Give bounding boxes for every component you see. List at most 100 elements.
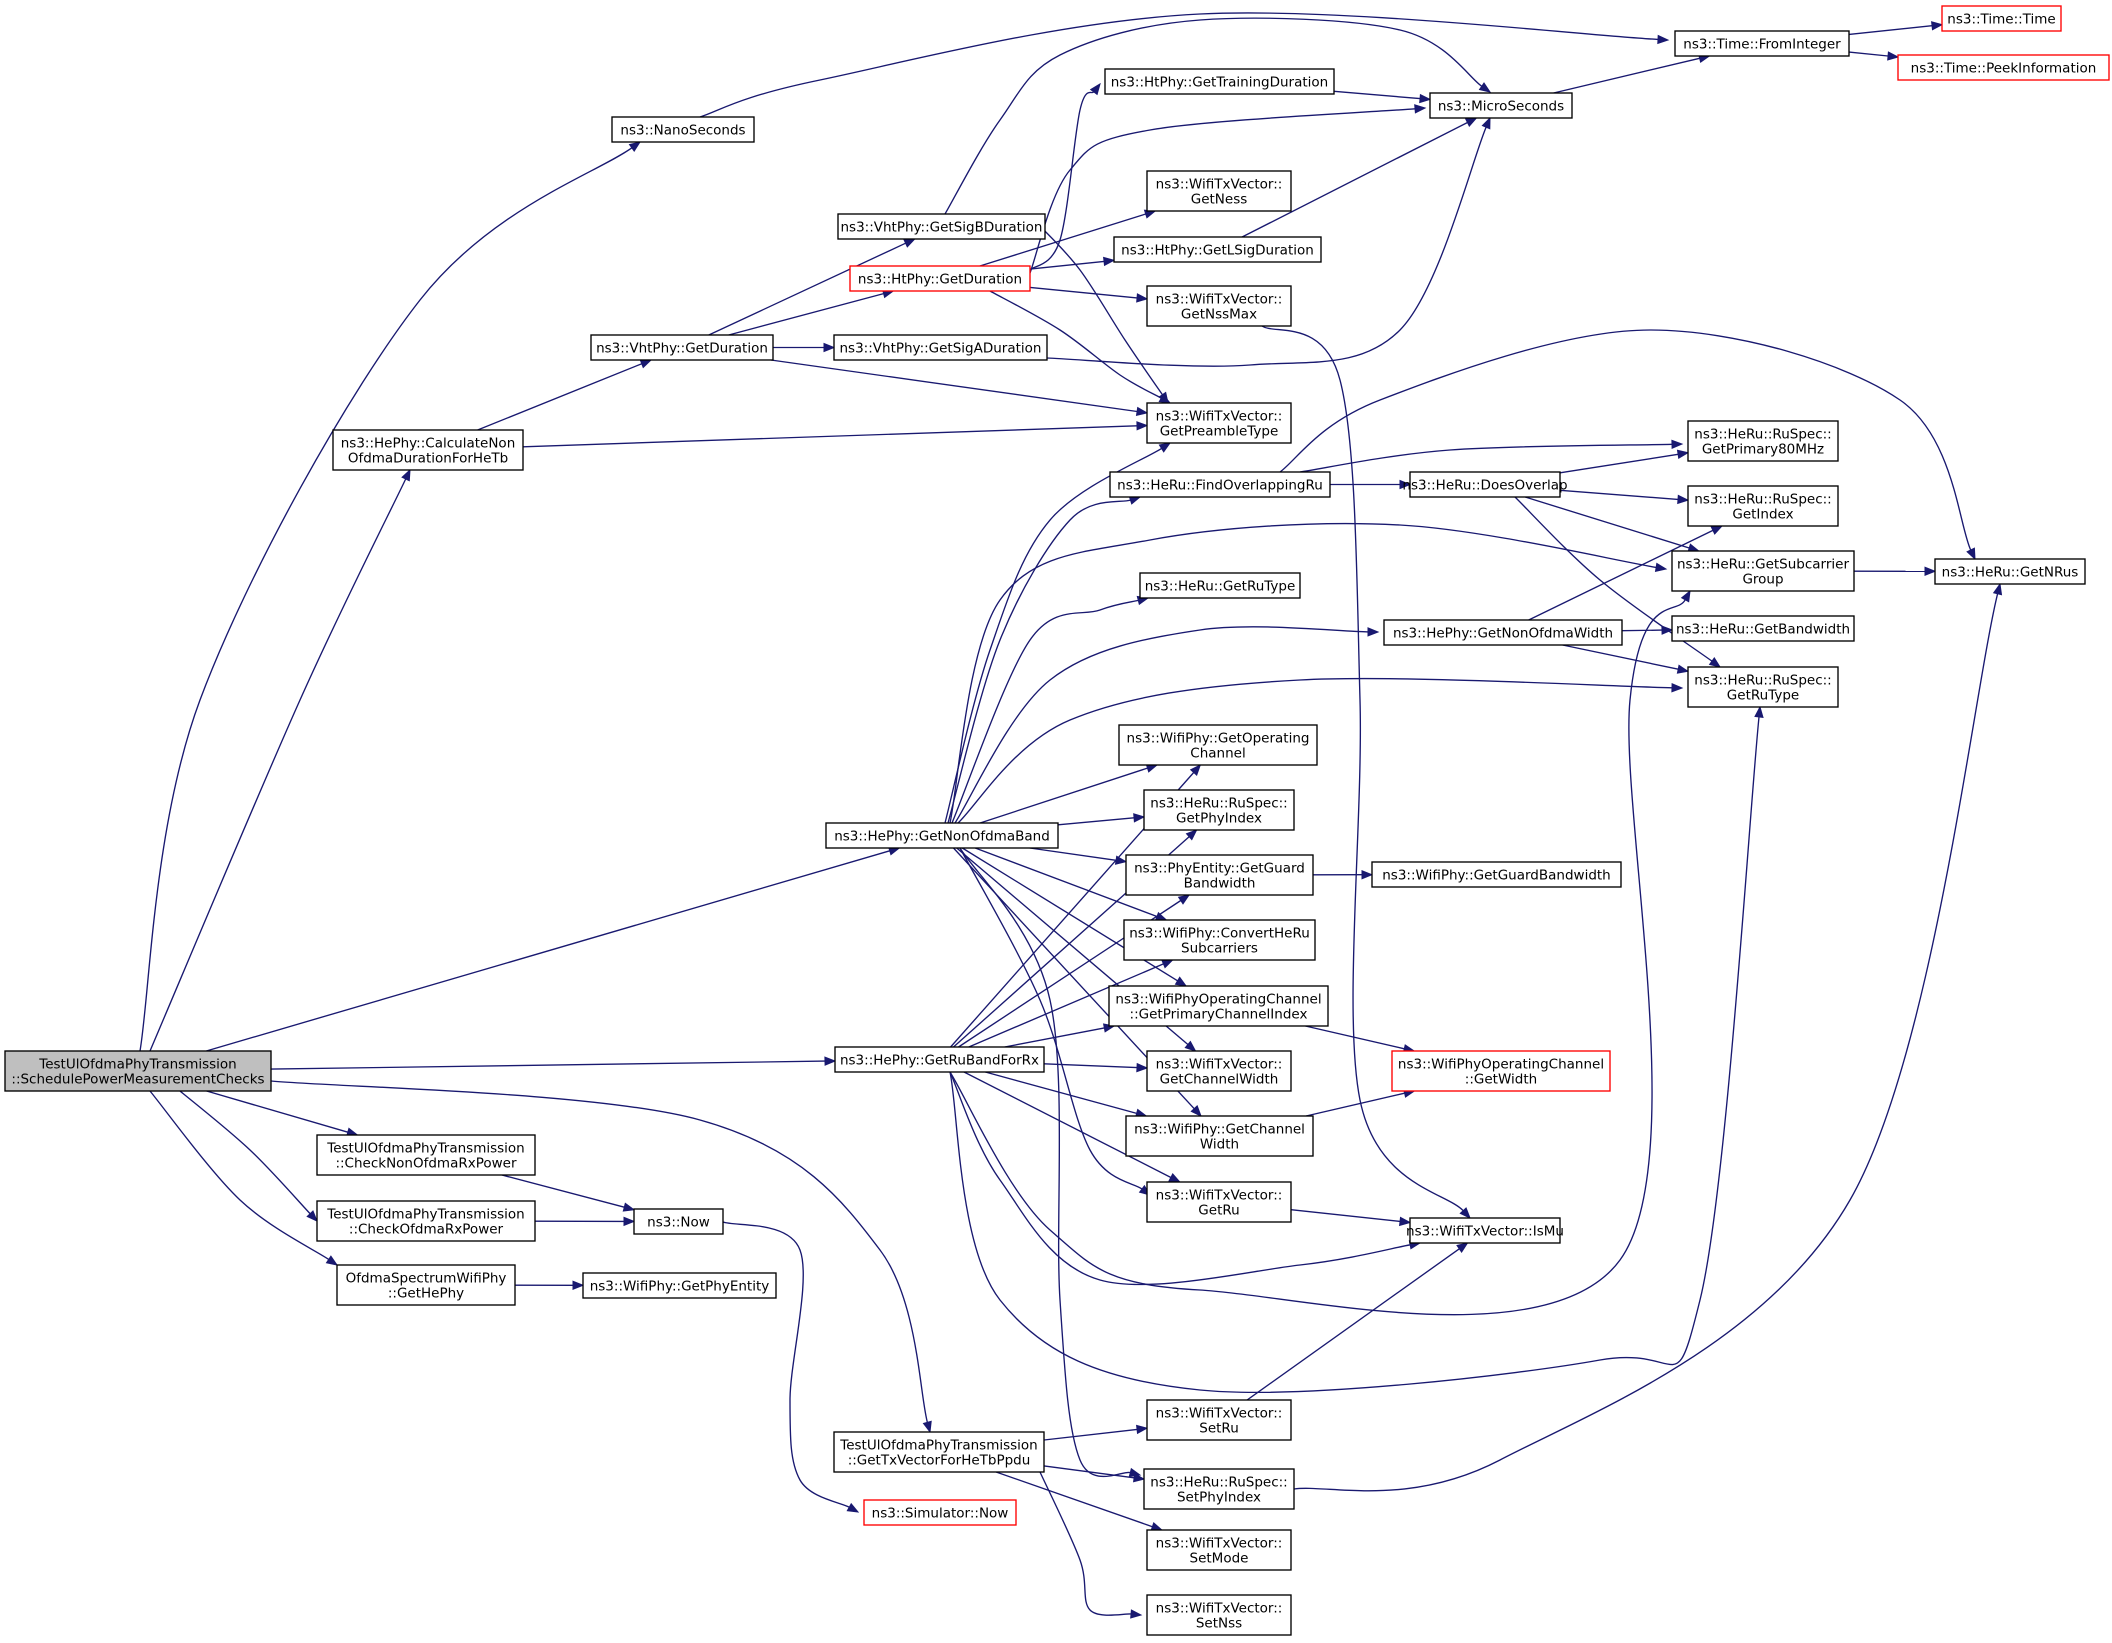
node-getNRus[interactable]: ns3::HeRu::GetNRus (1934, 558, 2086, 585)
edge-getRuBandForRx-to-phyGetChanWidth (985, 1071, 1137, 1115)
arrowhead-setPhyIndex-to-getNRus (1992, 582, 2003, 596)
node-getHePhy[interactable]: OfdmaSpectrumWifiPhy::GetHePhy (336, 1264, 516, 1306)
node-microseconds[interactable]: ns3::MicroSeconds (1429, 92, 1573, 119)
node-wifiGuardBw[interactable]: ns3::WifiPhy::GetGuardBandwidth (1371, 861, 1622, 888)
node-setNss[interactable]: ns3::WifiTxVector::SetNss (1146, 1594, 1292, 1636)
arrowhead-doesOverlap-to-ruSpecGetRuType (1708, 657, 1722, 668)
node-label: ns3::HtPhy::GetLSigDuration (1121, 243, 1314, 259)
node-ruSpecGetRuType[interactable]: ns3::HeRu::RuSpec::GetRuType (1687, 666, 1839, 708)
node-getTxVector[interactable]: TestUlOfdmaPhyTransmission::GetTxVectorF… (833, 1431, 1045, 1473)
node-box (833, 334, 1048, 361)
node-label: GetPhyIndex (1176, 811, 1262, 827)
node-vhtSigA[interactable]: ns3::VhtPhy::GetSigADuration (833, 334, 1048, 361)
node-label: ns3::WifiTxVector:: (1156, 292, 1283, 308)
node-box (1934, 558, 2086, 585)
node-label: ns3::HeRu::DoesOverlap (1402, 478, 1567, 494)
edge-schedule-to-getTxVector (270, 1080, 929, 1423)
arrowhead-findOverlap-to-getNRus (1966, 547, 1976, 561)
node-getGuardBw[interactable]: ns3::PhyEntity::GetGuardBandwidth (1125, 854, 1314, 896)
arrowhead-schedule-to-getHePhy (325, 1255, 339, 1266)
node-heRuGetBandwidth[interactable]: ns3::HeRu::GetBandwidth (1671, 615, 1855, 642)
node-label: ns3::HeRu::RuSpec:: (1150, 1475, 1287, 1491)
arrowhead-getRuBandForRx-to-ruSpecGetRuType (1754, 705, 1764, 718)
node-findOverlap[interactable]: ns3::HeRu::FindOverlappingRu (1109, 471, 1331, 498)
node-ruSpecGetIndex[interactable]: ns3::HeRu::RuSpec::GetIndex (1687, 485, 1839, 527)
node-vhtGetDuration[interactable]: ns3::VhtPhy::GetDuration (590, 334, 774, 361)
node-setRu[interactable]: ns3::WifiTxVector::SetRu (1146, 1399, 1292, 1441)
node-getNonOfdmaWidth[interactable]: ns3::HePhy::GetNonOfdmaWidth (1383, 619, 1623, 646)
node-heRuGetRuType[interactable]: ns3::HeRu::GetRuType (1139, 572, 1301, 599)
node-label: ns3::MicroSeconds (1438, 99, 1564, 115)
node-fromInteger[interactable]: ns3::Time::FromInteger (1674, 30, 1850, 57)
arrowhead-vhtGetDuration-to-vhtSigA (823, 342, 836, 353)
node-label: ns3::WifiTxVector:: (1156, 1188, 1283, 1204)
node-label: GetNess (1191, 192, 1248, 208)
node-calcNonOfdma[interactable]: ns3::HePhy::CalculateNonOfdmaDurationFor… (332, 429, 524, 471)
node-getNess[interactable]: ns3::WifiTxVector::GetNess (1146, 170, 1292, 212)
arrowhead-vhtGetDuration-to-getPreamble (1135, 406, 1149, 417)
node-box (633, 1208, 724, 1235)
edge-htTraining-to-microseconds (1333, 90, 1421, 100)
node-box (1125, 854, 1314, 896)
node-phyGetChanWidth[interactable]: ns3::WifiPhy::GetChannelWidth (1125, 1115, 1314, 1157)
node-htLSig[interactable]: ns3::HtPhy::GetLSigDuration (1113, 236, 1322, 263)
node-checkOfdma[interactable]: TestUlOfdmaPhyTransmission::CheckOfdmaRx… (316, 1200, 536, 1242)
node-label: ns3::WifiPhy::GetChannel (1134, 1122, 1305, 1138)
arrowhead-findOverlap-to-getPrimary80 (1671, 439, 1684, 450)
node-schedule[interactable]: TestUlOfdmaPhyTransmission::SchedulePowe… (4, 1050, 272, 1092)
node-now[interactable]: ns3::Now (633, 1208, 724, 1235)
arrowhead-subcarrierGroup-to-getNRus (1924, 566, 1937, 577)
node-getPreamble[interactable]: ns3::WifiTxVector::GetPreambleType (1146, 402, 1292, 444)
edge-getNonOfdmaBand-to-findOverlap (947, 499, 1131, 824)
arrowhead-htGetDuration-to-getNssMax (1136, 293, 1149, 303)
node-getNssMax[interactable]: ns3::WifiTxVector::GetNssMax (1146, 285, 1292, 327)
node-box (863, 1499, 1017, 1526)
node-time[interactable]: ns3::Time::Time (1941, 5, 2062, 32)
edge-getTxVector-to-setNss (1039, 1471, 1132, 1616)
node-label: GetRu (1198, 1203, 1239, 1219)
arrowhead-getGuardBw-to-wifiGuardBw (1361, 869, 1374, 880)
edge-getTxVector-to-setMode (995, 1471, 1153, 1528)
edge-getNonOfdmaBand-to-getPreamble (944, 447, 1162, 824)
node-getRu[interactable]: ns3::WifiTxVector::GetRu (1146, 1181, 1292, 1223)
node-label: ns3::WifiTxVector:: (1156, 1536, 1283, 1552)
node-label: ns3::WifiTxVector:: (1156, 1601, 1283, 1617)
node-label: ns3::Time::Time (1947, 12, 2055, 28)
node-peekInfo[interactable]: ns3::Time::PeekInformation (1897, 54, 2110, 81)
node-getPhyIndex[interactable]: ns3::HeRu::RuSpec::GetPhyIndex (1143, 789, 1295, 831)
node-label: ns3::WifiTxVector:: (1156, 177, 1283, 193)
arrowhead-getNonOfdmaBand-to-getPreamble (1158, 442, 1172, 453)
node-box (1671, 615, 1855, 642)
node-txGetChanWidth[interactable]: ns3::WifiTxVector::GetChannelWidth (1146, 1050, 1292, 1092)
node-nanoseconds[interactable]: ns3::NanoSeconds (611, 116, 755, 143)
node-setPhyIndex[interactable]: ns3::HeRu::RuSpec::SetPhyIndex (1143, 1468, 1295, 1510)
node-checkNonOfdma[interactable]: TestUlOfdmaPhyTransmission::CheckNonOfdm… (316, 1134, 536, 1176)
edge-vhtSigB-to-microseconds (944, 17, 1483, 215)
node-doesOverlap[interactable]: ns3::HeRu::DoesOverlap (1402, 471, 1568, 498)
node-getRuBandForRx[interactable]: ns3::HePhy::GetRuBandForRx (834, 1046, 1045, 1073)
node-getPhyEntity[interactable]: ns3::WifiPhy::GetPhyEntity (582, 1272, 777, 1299)
edge-htGetDuration-to-getNssMax (1029, 286, 1138, 299)
node-opChanGetWidth[interactable]: ns3::WifiPhyOperatingChannel::GetWidth (1391, 1050, 1611, 1092)
node-primaryChanIdx[interactable]: ns3::WifiPhyOperatingChannel::GetPrimary… (1108, 985, 1329, 1027)
node-getNonOfdmaBand[interactable]: ns3::HePhy::GetNonOfdmaBand (825, 822, 1059, 849)
node-isMu[interactable]: ns3::WifiTxVector::IsMu (1406, 1217, 1564, 1244)
node-htTraining[interactable]: ns3::HtPhy::GetTrainingDuration (1104, 68, 1335, 95)
node-label: ns3::HeRu::GetRuType (1145, 579, 1296, 595)
node-label: ::SchedulePowerMeasurementChecks (11, 1072, 264, 1088)
node-htGetDuration[interactable]: ns3::HtPhy::GetDuration (849, 265, 1031, 292)
edge-getNonOfdmaBand-to-getNonOfdmaWidth (954, 626, 1369, 824)
node-setMode[interactable]: ns3::WifiTxVector::SetMode (1146, 1529, 1292, 1571)
node-label: ns3::WifiTxVector:: (1156, 409, 1283, 425)
node-vhtSigB[interactable]: ns3::VhtPhy::GetSigBDuration (837, 213, 1046, 240)
node-box (1146, 170, 1292, 212)
node-label: ns3::HePhy::GetNonOfdmaBand (834, 829, 1050, 845)
node-getPrimary80[interactable]: ns3::HeRu::RuSpec::GetPrimary80MHz (1687, 420, 1839, 462)
node-simNow[interactable]: ns3::Simulator::Now (863, 1499, 1017, 1526)
edge-fromInteger-to-peekInfo (1848, 51, 1889, 57)
node-label: OfdmaDurationForHeTb (348, 451, 508, 467)
node-box (1146, 1529, 1292, 1571)
